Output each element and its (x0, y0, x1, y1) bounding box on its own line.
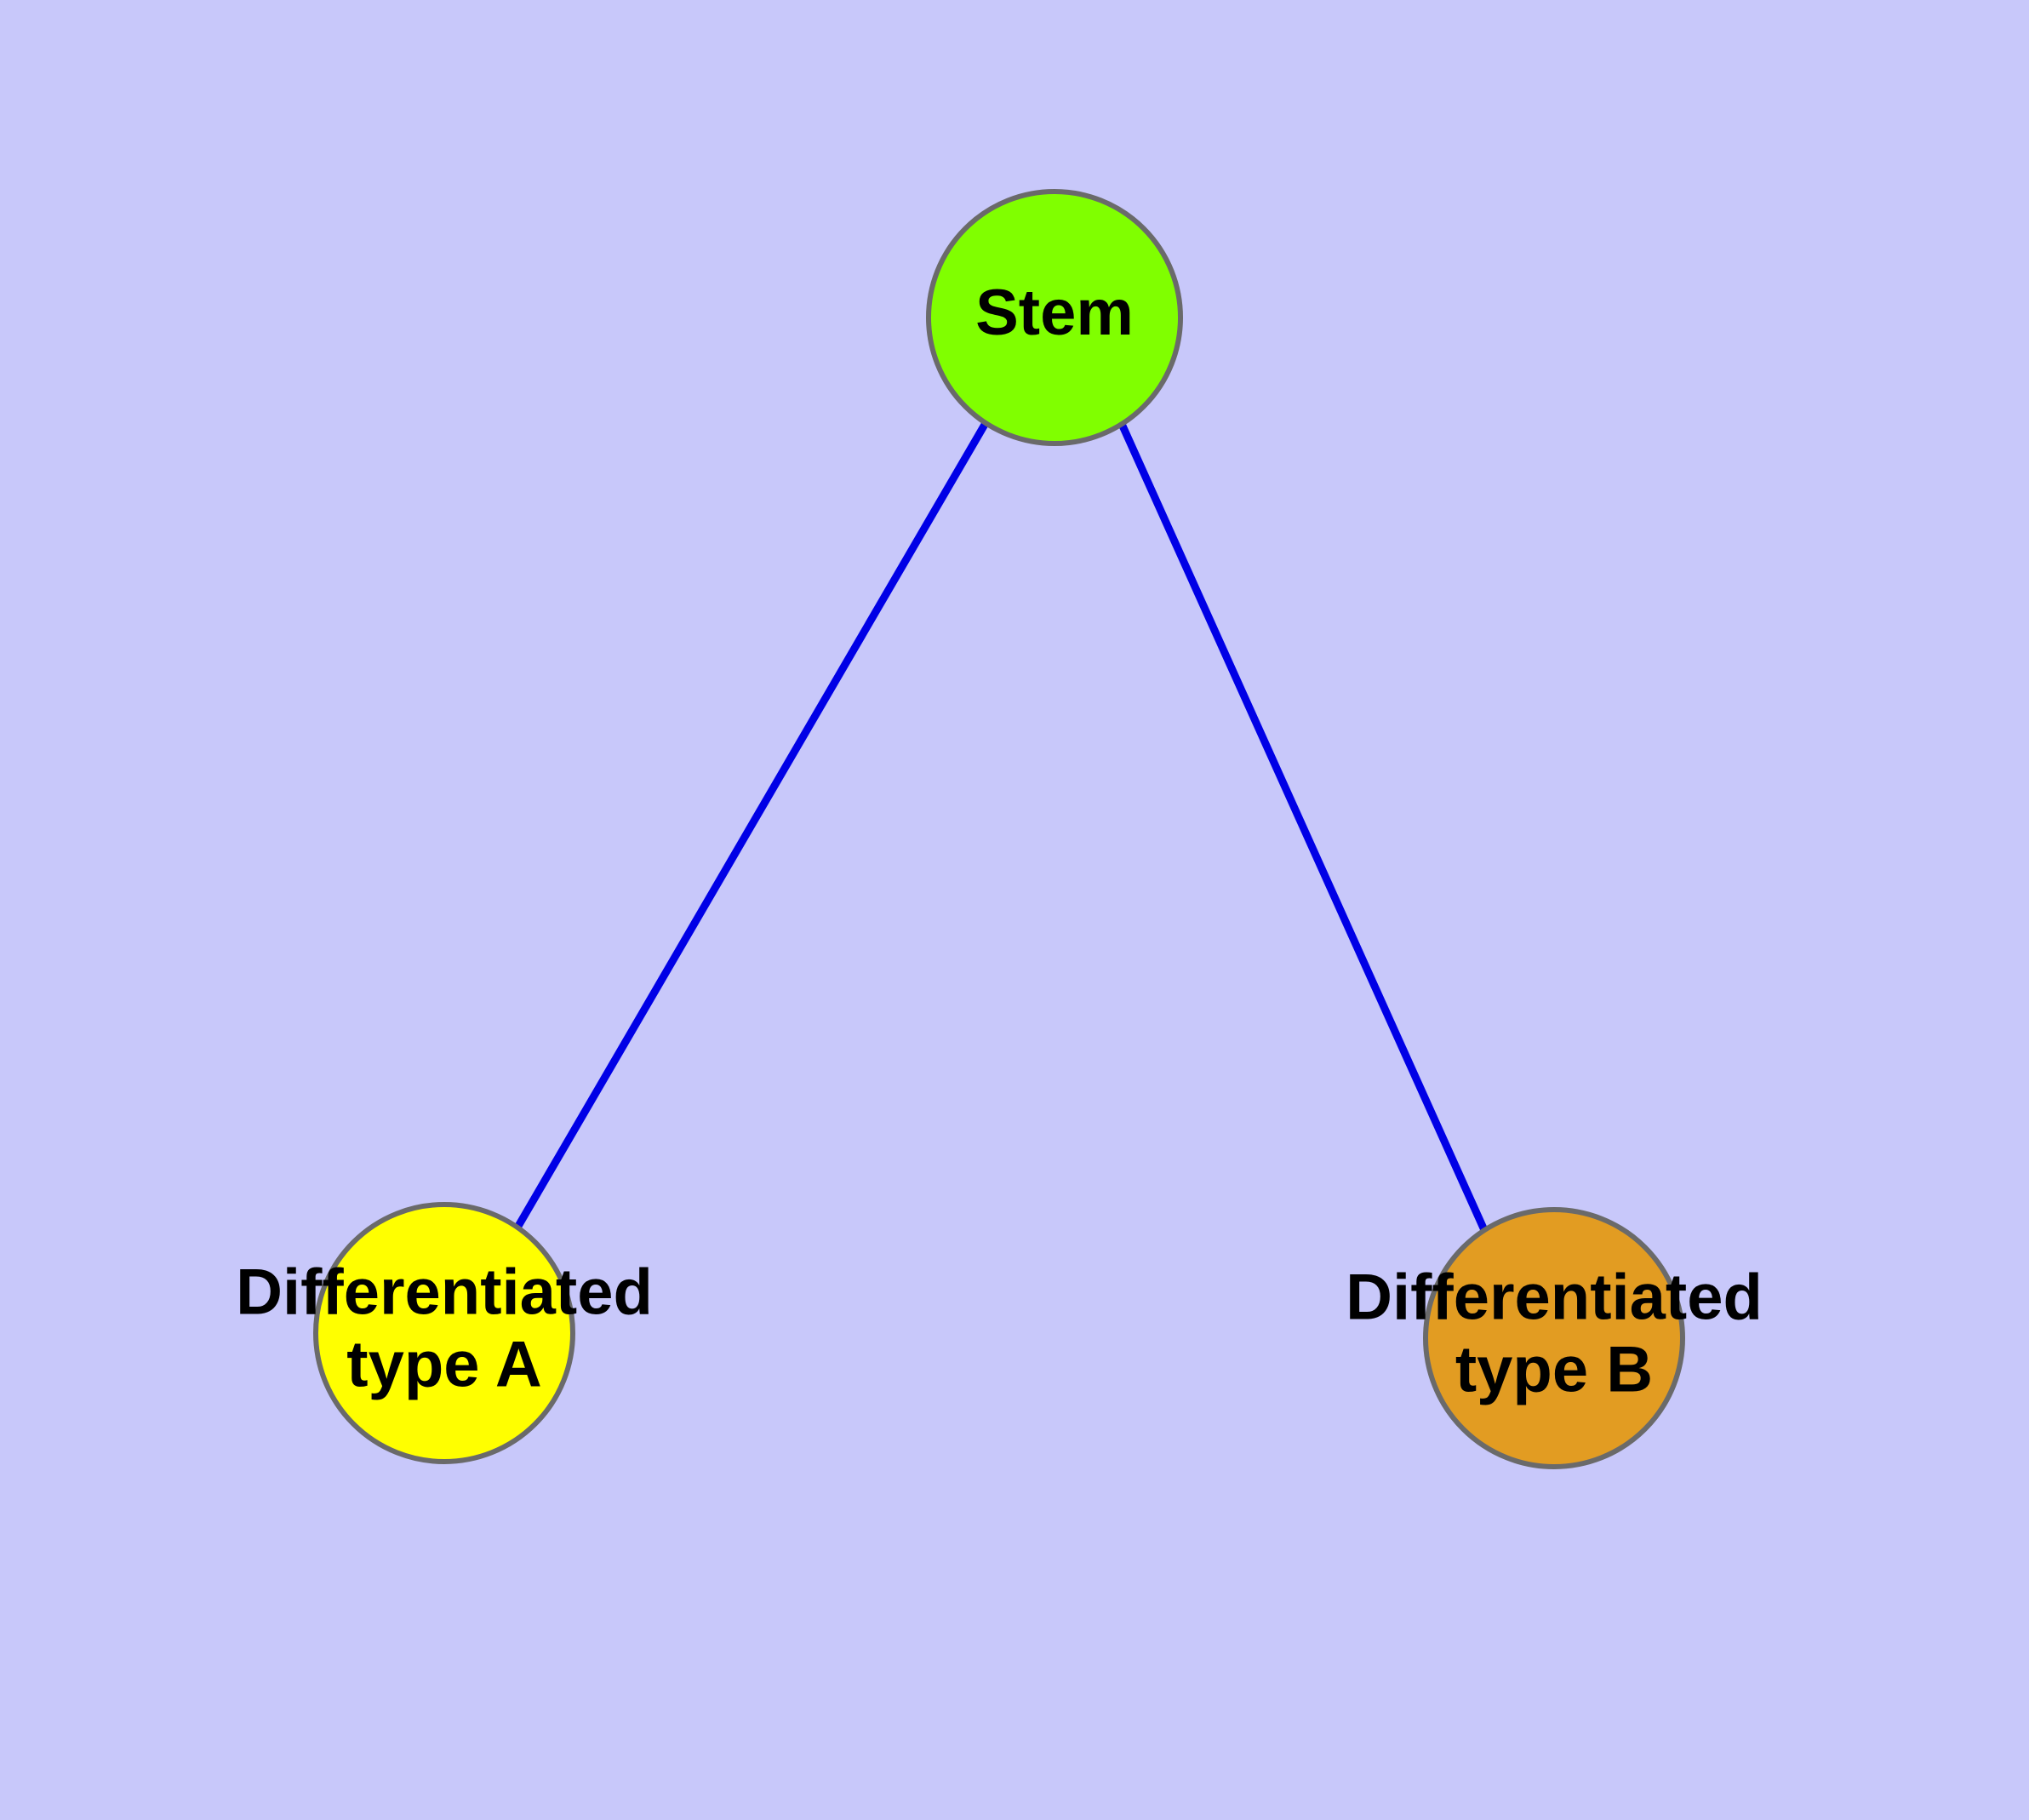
node-stem[interactable]: Stem (926, 189, 1183, 446)
node-label-line: Stem (975, 277, 1134, 349)
node-label-line: type A (346, 1329, 541, 1401)
node-circle-stem[interactable] (926, 189, 1183, 446)
edge-stem-to-diff-b[interactable] (1117, 422, 1489, 1232)
node-label-stem: Stem (975, 277, 1134, 349)
node-circle-diff-b[interactable] (1423, 1207, 1685, 1469)
node-circle-diff-a[interactable] (313, 1202, 575, 1464)
node-label-line: Differentiated (236, 1256, 653, 1329)
node-label-line: type B (1455, 1334, 1653, 1406)
edge-stem-to-diff-a[interactable] (514, 421, 989, 1230)
edges-group (514, 421, 1489, 1232)
node-label-line: Differentiated (1346, 1262, 1763, 1334)
